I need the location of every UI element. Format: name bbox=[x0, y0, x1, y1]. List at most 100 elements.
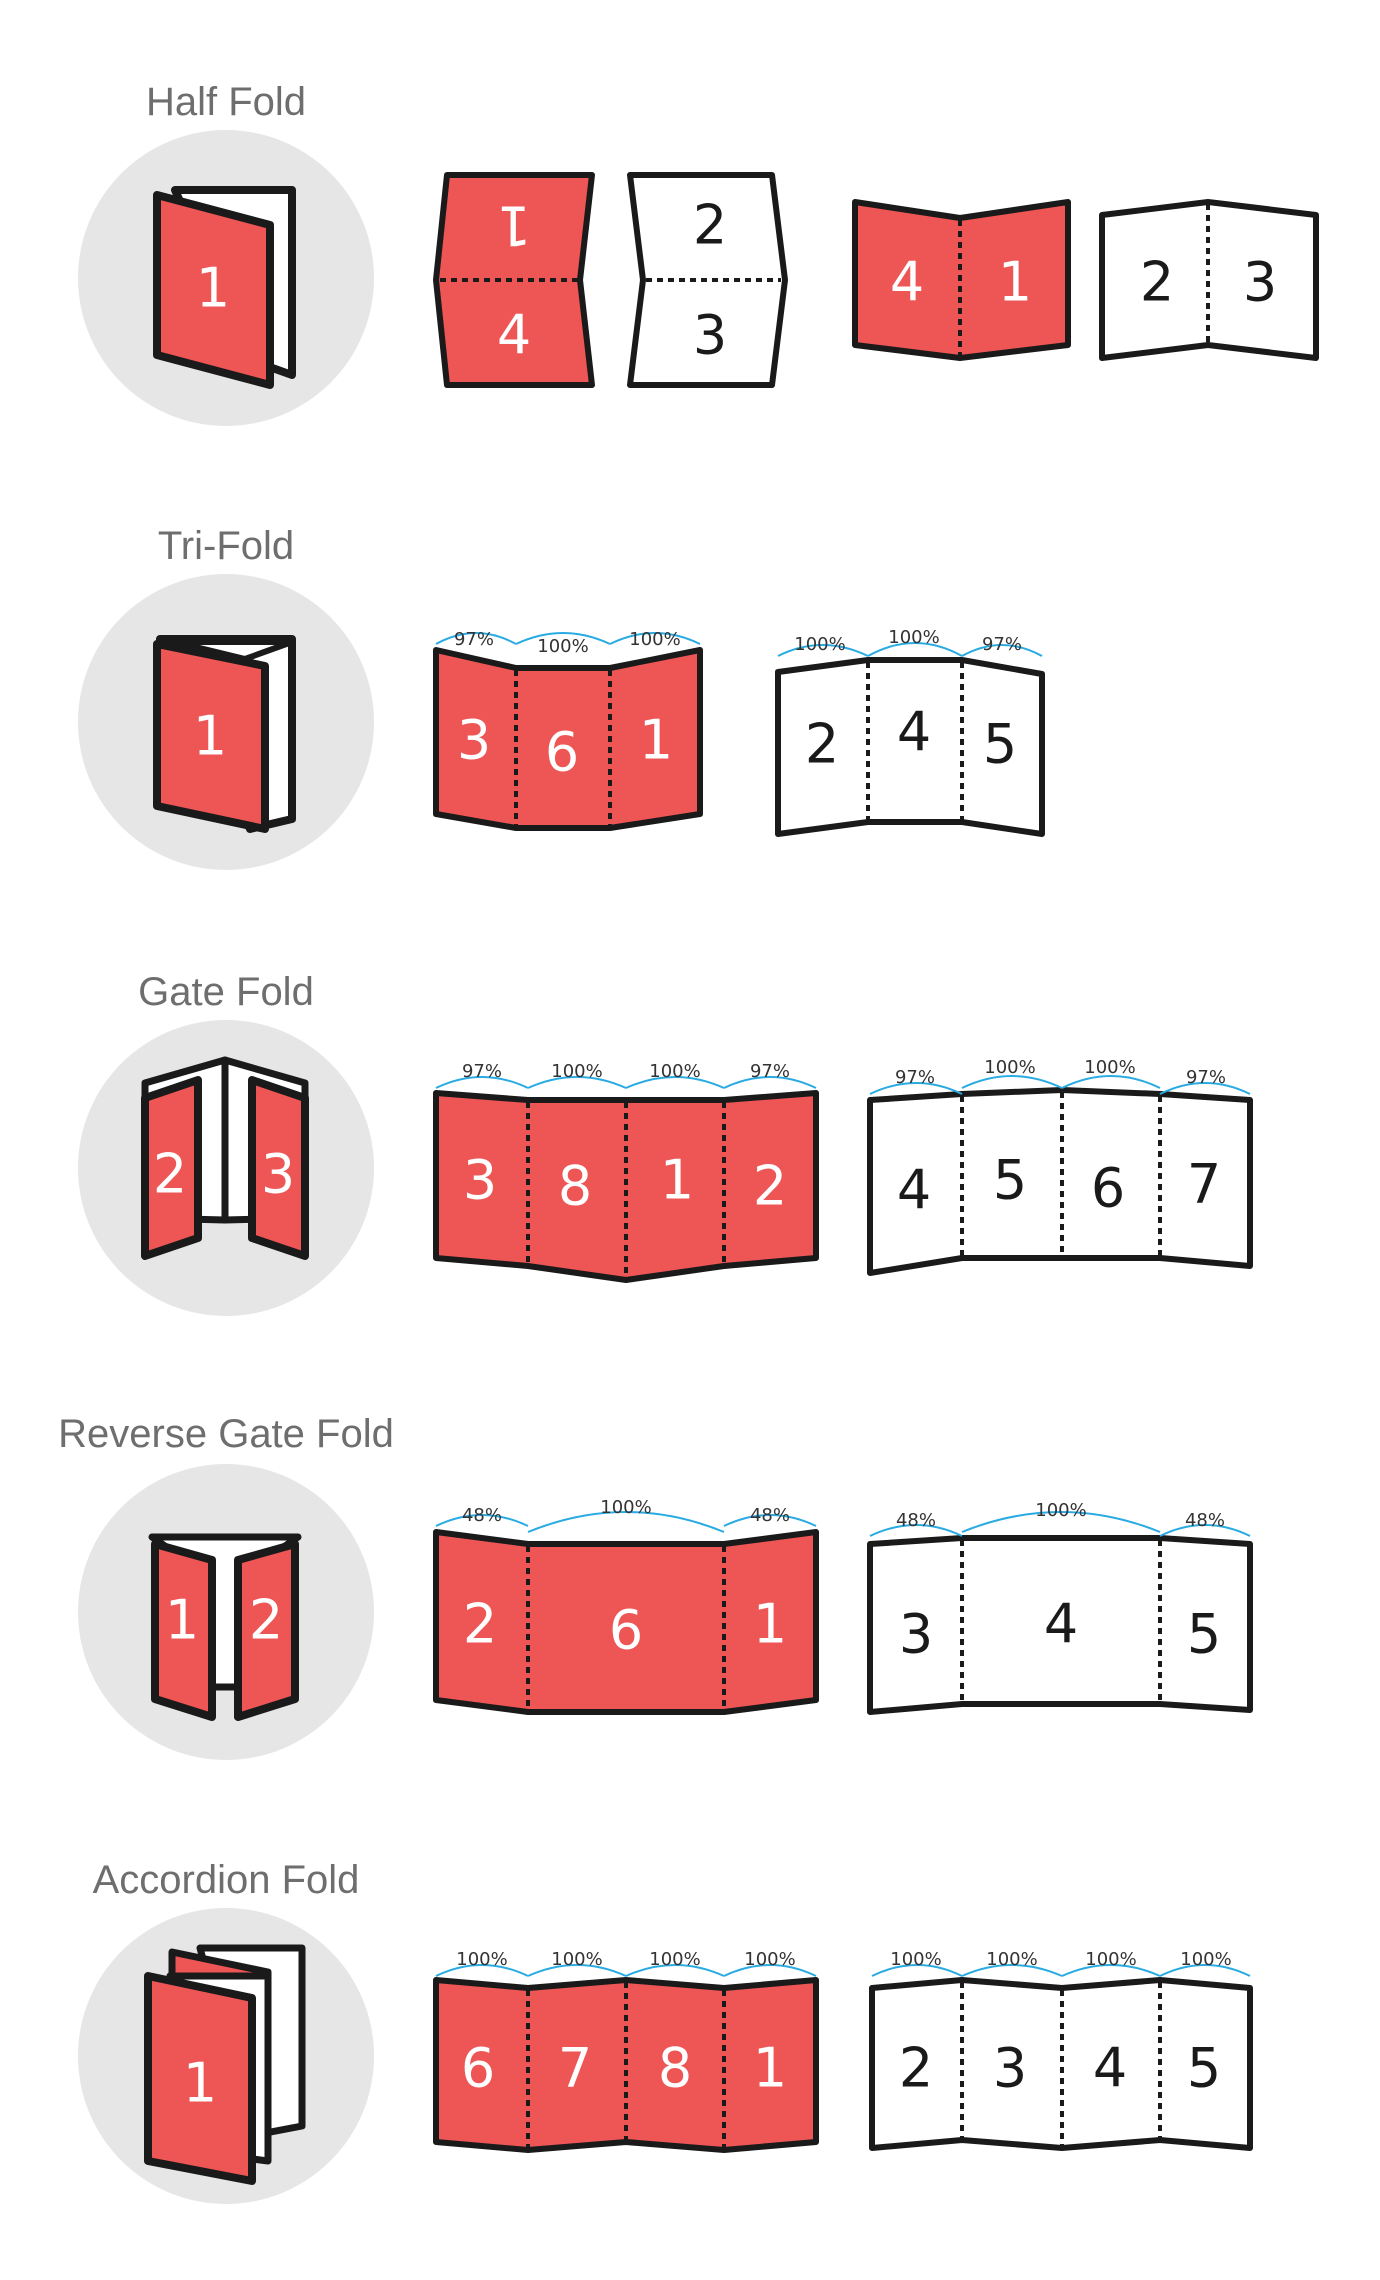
width-percent: 97% bbox=[462, 1061, 502, 1082]
outside-spread: 3 8 1 2 97% 100% 100% 97% bbox=[433, 1061, 819, 1283]
icon-page-label: 3 bbox=[261, 1143, 295, 1206]
section-gate-fold: Gate Fold 2 3 3 8 1 2 97% 100% 100% 97% bbox=[0, 888, 1380, 1328]
width-percent: 100% bbox=[649, 1949, 700, 1970]
panel-label: 2 bbox=[899, 2037, 933, 2100]
panel-label: 7 bbox=[558, 2037, 592, 2100]
section-reverse-gate-fold: Reverse Gate Fold 1 2 2 6 1 48% 100% 48% bbox=[0, 1332, 1380, 1772]
inside-spread: 4 5 6 7 97% 100% 100% 97% bbox=[867, 1057, 1253, 1276]
width-percent: 48% bbox=[1185, 1510, 1225, 1531]
outside-spread: 6 7 8 1 100% 100% 100% 100% bbox=[433, 1949, 819, 2153]
outside-spread: 2 6 1 48% 100% 48% bbox=[433, 1497, 819, 1715]
width-percent: 97% bbox=[454, 629, 494, 650]
panel-label: 2 bbox=[693, 194, 727, 257]
icon-page-label: 2 bbox=[153, 1143, 187, 1206]
tri-fold-diagram: 1 3 6 1 97% 100% 100% 2 4 5 100% 100% 97… bbox=[153, 627, 1045, 837]
panel-label: 6 bbox=[1091, 1157, 1125, 1220]
panel-label: 3 bbox=[993, 2037, 1027, 2100]
panel-label: 8 bbox=[658, 2037, 692, 2100]
width-percent: 97% bbox=[750, 1061, 790, 1082]
width-percent: 48% bbox=[896, 1510, 936, 1531]
section-title: Tri-Fold bbox=[157, 524, 295, 568]
open-outside-spread: 4 1 bbox=[852, 199, 1071, 361]
inside-spread: 2 3 bbox=[627, 172, 788, 388]
panel-label: 8 bbox=[558, 1155, 592, 1218]
half-fold-icon: 1 bbox=[153, 186, 296, 389]
width-percent: 100% bbox=[986, 1949, 1037, 1970]
width-percent: 100% bbox=[1035, 1500, 1086, 1521]
panel-label: 4 bbox=[1093, 2037, 1127, 2100]
width-percent: 100% bbox=[551, 1061, 602, 1082]
panel-label: 1 bbox=[998, 251, 1032, 314]
panel-label: 5 bbox=[993, 1149, 1027, 1212]
width-percent: 100% bbox=[629, 629, 680, 650]
width-percent: 100% bbox=[537, 636, 588, 657]
outside-spread: 1 4 bbox=[433, 172, 595, 388]
panel-label: 1 bbox=[497, 194, 531, 257]
accordion-fold-icon: 1 bbox=[144, 1944, 306, 2185]
width-percent: 100% bbox=[984, 1057, 1035, 1078]
icon-page-label: 1 bbox=[193, 705, 227, 768]
panel-label: 2 bbox=[805, 713, 839, 776]
inside-spread: 3 4 5 48% 100% 48% bbox=[867, 1500, 1253, 1715]
width-percent: 48% bbox=[462, 1505, 502, 1526]
panel-label: 4 bbox=[890, 251, 924, 314]
inside-spread: 2 4 5 100% 100% 97% bbox=[775, 627, 1045, 837]
section-title: Gate Fold bbox=[138, 970, 314, 1014]
section-tri-fold: Tri-Fold 1 3 6 1 97% 100% 100% 2 4 bbox=[0, 444, 1380, 884]
section-title: Half Fold bbox=[145, 80, 307, 124]
width-percent: 100% bbox=[551, 1949, 602, 1970]
width-percent: 100% bbox=[744, 1949, 795, 1970]
panel-label: 1 bbox=[753, 2037, 787, 2100]
panel-label: 6 bbox=[609, 1599, 643, 1662]
panel-label: 3 bbox=[1243, 251, 1277, 314]
panel-label: 6 bbox=[461, 2037, 495, 2100]
outside-spread: 3 6 1 97% 100% 100% bbox=[433, 629, 703, 831]
panel-label: 1 bbox=[639, 709, 673, 772]
width-percent: 100% bbox=[649, 1061, 700, 1082]
width-percent: 100% bbox=[794, 634, 845, 655]
panel-label: 4 bbox=[897, 701, 931, 764]
reverse-gate-fold-diagram: 1 2 2 6 1 48% 100% 48% 3 4 5 48% 100% bbox=[148, 1497, 1253, 1721]
icon-page-label: 1 bbox=[183, 2052, 217, 2115]
accordion-fold-diagram: 1 6 7 8 1 100% 100% 100% 100% 2 3 4 bbox=[144, 1944, 1253, 2185]
panel-label: 7 bbox=[1187, 1153, 1221, 1216]
width-percent: 97% bbox=[1186, 1067, 1226, 1088]
tri-fold-icon: 1 bbox=[153, 635, 296, 833]
inside-spread: 2 3 4 5 100% 100% 100% 100% bbox=[869, 1949, 1253, 2151]
panel-label: 2 bbox=[463, 1593, 497, 1656]
gate-fold-diagram: 2 3 3 8 1 2 97% 100% 100% 97% 4 5 6 bbox=[141, 1056, 1253, 1283]
panel-label: 2 bbox=[1140, 251, 1174, 314]
section-title: Accordion Fold bbox=[92, 1858, 360, 1902]
panel-label: 1 bbox=[660, 1149, 694, 1212]
width-percent: 100% bbox=[600, 1497, 651, 1518]
panel-label: 3 bbox=[899, 1603, 933, 1666]
icon-page-label: 1 bbox=[196, 257, 230, 320]
icon-page-label: 2 bbox=[249, 1589, 283, 1652]
gate-fold-icon: 2 3 bbox=[141, 1056, 309, 1260]
panel-label: 2 bbox=[753, 1155, 787, 1218]
open-inside-spread: 2 3 bbox=[1099, 199, 1319, 361]
width-percent: 100% bbox=[888, 627, 939, 648]
panel-label: 4 bbox=[897, 1159, 931, 1222]
section-title: Reverse Gate Fold bbox=[58, 1412, 394, 1456]
panel-label: 6 bbox=[545, 721, 579, 784]
width-percent: 100% bbox=[1084, 1057, 1135, 1078]
width-percent: 100% bbox=[1085, 1949, 1136, 1970]
section-accordion-fold: Accordion Fold 1 6 7 8 1 100% 100% 100% … bbox=[0, 1776, 1380, 2216]
panel-label: 5 bbox=[1187, 2037, 1221, 2100]
width-percent: 97% bbox=[895, 1067, 935, 1088]
section-half-fold: Half Fold 1 1 4 2 3 4 1 bbox=[0, 0, 1380, 440]
width-percent: 48% bbox=[750, 1505, 790, 1526]
panel-label: 5 bbox=[983, 713, 1017, 776]
panel-label: 4 bbox=[497, 304, 531, 367]
panel-label: 1 bbox=[753, 1593, 787, 1656]
panel-label: 4 bbox=[1044, 1593, 1078, 1656]
icon-page-label: 1 bbox=[165, 1589, 199, 1652]
half-fold-diagram: 1 1 4 2 3 4 1 2 3 bbox=[153, 172, 1319, 389]
width-percent: 97% bbox=[982, 634, 1022, 655]
reverse-gate-fold-icon: 1 2 bbox=[148, 1533, 302, 1721]
width-percent: 100% bbox=[1180, 1949, 1231, 1970]
panel-label: 3 bbox=[693, 304, 727, 367]
panel-label: 3 bbox=[457, 709, 491, 772]
panel-label: 5 bbox=[1187, 1603, 1221, 1666]
